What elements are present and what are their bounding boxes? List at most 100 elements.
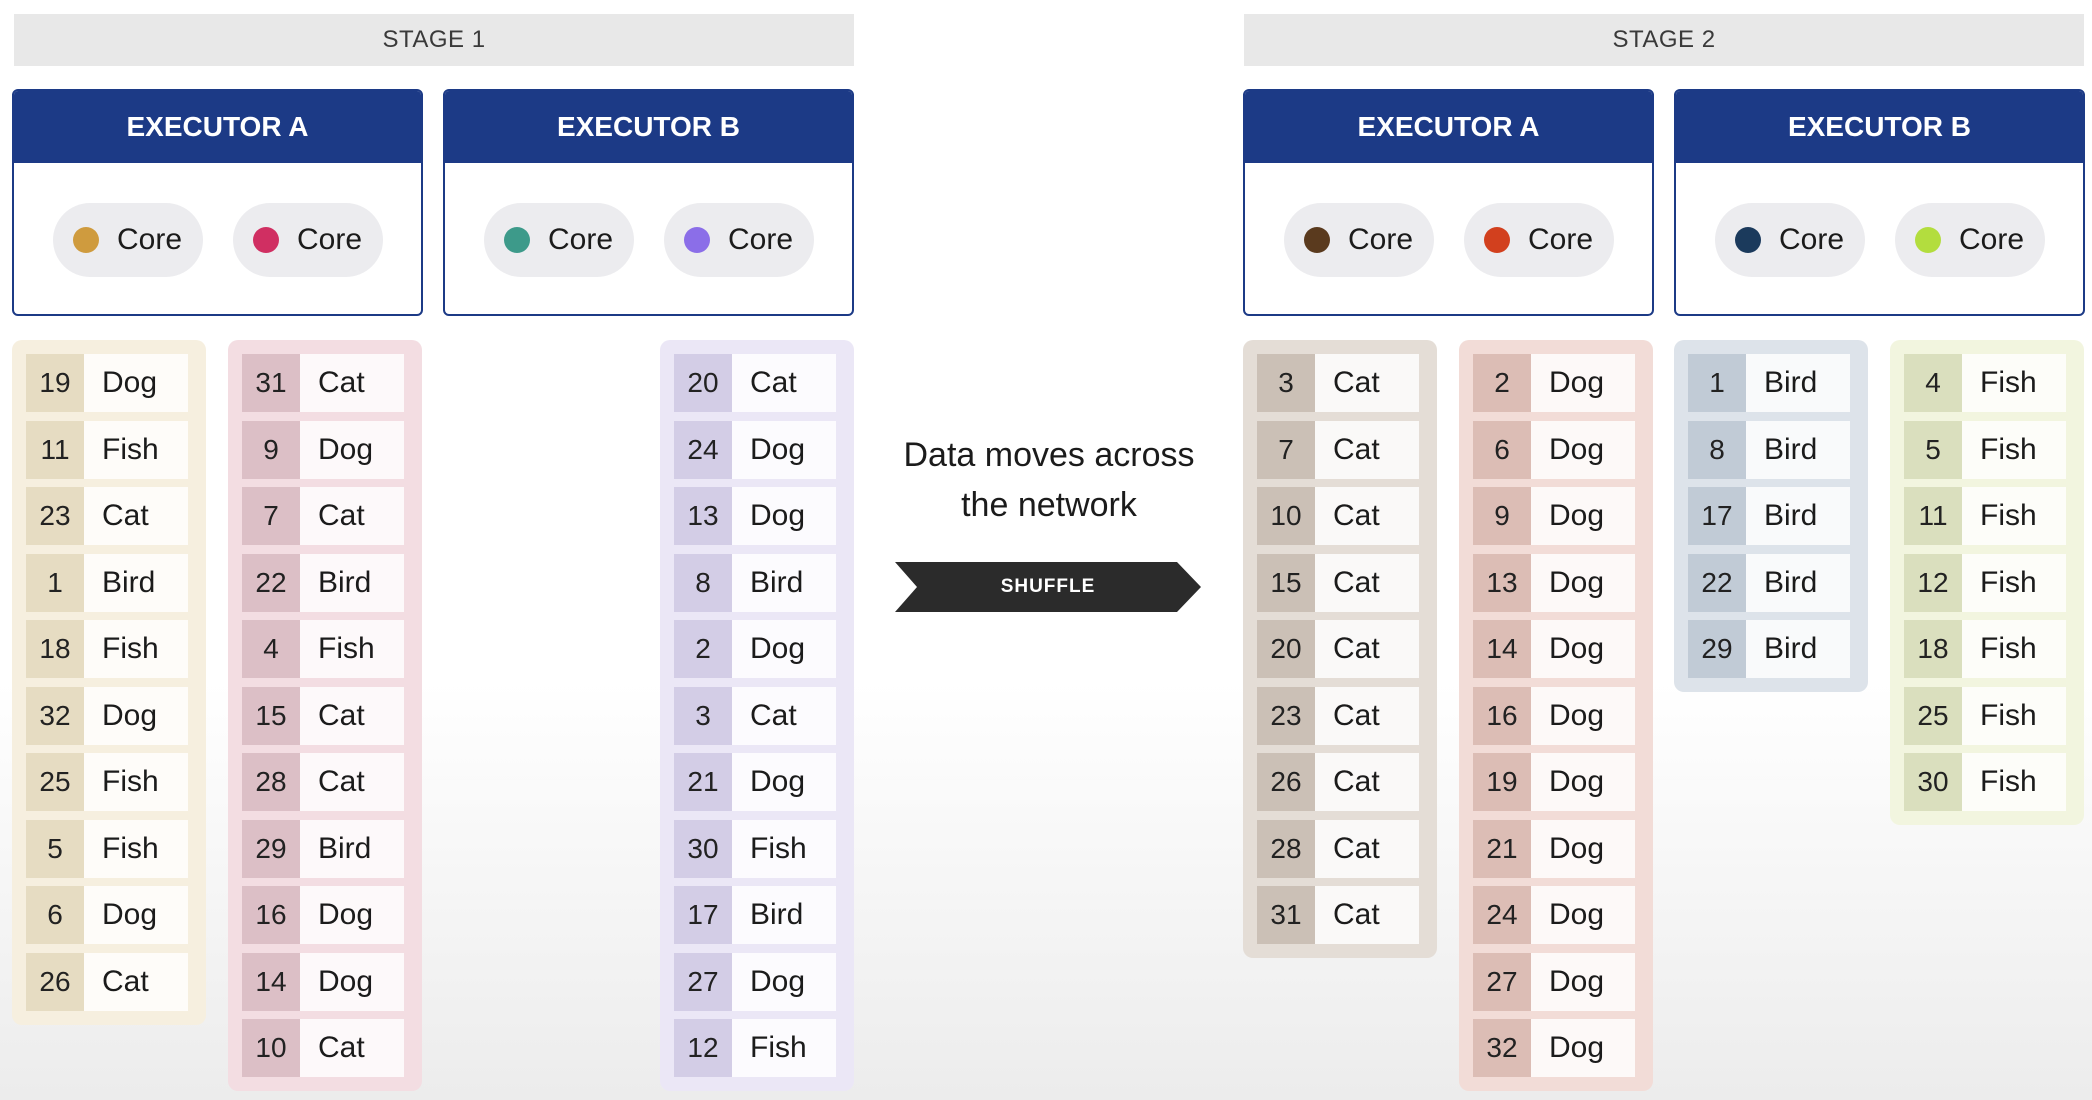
record-value: Dog <box>732 487 836 545</box>
core-chip: Core <box>52 203 203 277</box>
record-value: Dog <box>1531 952 1635 1011</box>
record-value: Bird <box>1746 487 1850 545</box>
record-key: 7 <box>242 487 300 545</box>
executor-title: EXECUTOR B <box>445 91 852 163</box>
record-key: 13 <box>1473 553 1531 612</box>
core-dot-icon <box>503 227 530 253</box>
record-value: Cat <box>732 686 836 745</box>
record-key: 11 <box>26 420 84 479</box>
record-value: Fish <box>84 620 188 678</box>
core-label: Core <box>296 223 363 256</box>
record-key: 19 <box>1473 753 1531 811</box>
record-key: 29 <box>1688 620 1746 678</box>
record-key: 24 <box>1473 886 1531 944</box>
core-dot-icon <box>1303 227 1330 253</box>
record-value: Fish <box>732 819 836 878</box>
record-key: 9 <box>242 420 300 479</box>
record-value: Cat <box>1315 886 1419 944</box>
record-key: 20 <box>674 354 732 412</box>
record-key: 27 <box>674 952 732 1011</box>
record-key: 16 <box>1473 686 1531 745</box>
record-value: Dog <box>732 952 836 1011</box>
record-key: 22 <box>1688 553 1746 612</box>
record-key: 6 <box>26 886 84 944</box>
stage-1-executor-b: EXECUTOR B Core Core <box>443 89 854 316</box>
shuffle-label: SHUFFLE <box>1000 576 1096 597</box>
shuffle-arrow-icon <box>895 562 1201 612</box>
record-value: Cat <box>1315 553 1419 612</box>
core-chip: Core <box>1894 203 2045 277</box>
record-value: Bird <box>300 553 404 612</box>
record-key: 5 <box>26 819 84 878</box>
record-value: Bird <box>300 819 404 878</box>
record-value: Bird <box>732 886 836 944</box>
record-value: Cat <box>84 952 188 1011</box>
record-key: 21 <box>1473 819 1531 878</box>
record-value: Dog <box>1531 420 1635 479</box>
record-value: Dog <box>84 886 188 944</box>
record-value: Dog <box>84 686 188 745</box>
record-key: 3 <box>674 686 732 745</box>
record-key: 18 <box>26 620 84 678</box>
record-key: 30 <box>674 819 732 878</box>
record-value: Dog <box>732 753 836 811</box>
core-dot-icon <box>252 227 279 253</box>
record-key: 13 <box>674 487 732 545</box>
caption-line-2: the network <box>961 486 1137 524</box>
record-value: Fish <box>1962 354 2066 412</box>
record-key: 10 <box>1257 487 1315 545</box>
core-chip: Core <box>1283 203 1434 277</box>
record-key: 9 <box>1473 487 1531 545</box>
record-key: 8 <box>674 553 732 612</box>
core-dot-icon <box>1914 227 1941 253</box>
record-key: 32 <box>26 686 84 745</box>
record-key: 25 <box>26 753 84 811</box>
core-chip: Core <box>1714 203 1865 277</box>
record-value: Cat <box>1315 753 1419 811</box>
record-key: 28 <box>242 753 300 811</box>
core-label: Core <box>1347 223 1414 256</box>
record-key: 14 <box>242 952 300 1011</box>
record-value: Fish <box>1962 553 2066 612</box>
record-key: 2 <box>1473 354 1531 412</box>
executor-title: EXECUTOR A <box>14 91 421 163</box>
record-key: 14 <box>1473 620 1531 678</box>
record-key: 26 <box>26 952 84 1011</box>
record-key: 4 <box>242 620 300 678</box>
record-key: 2 <box>674 620 732 678</box>
record-key: 23 <box>1257 686 1315 745</box>
core-chip: Core <box>663 203 814 277</box>
record-value: Dog <box>1531 1019 1635 1077</box>
record-key: 6 <box>1473 420 1531 479</box>
shuffle-arrow: SHUFFLE <box>895 562 1201 612</box>
